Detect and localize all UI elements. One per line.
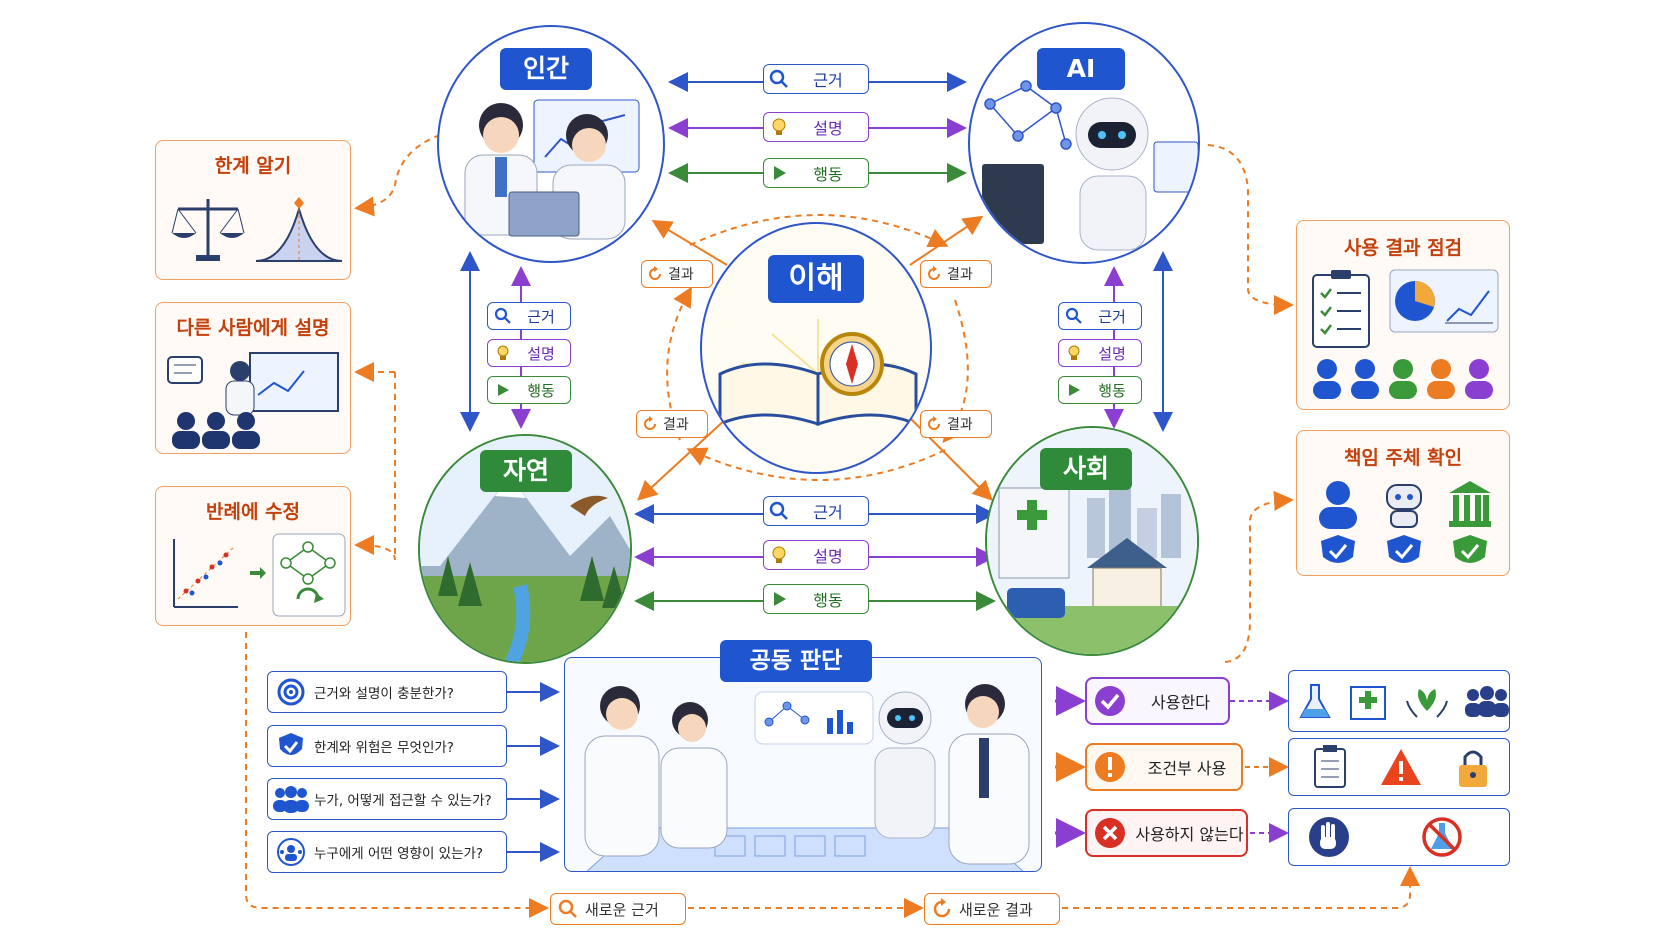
community-icon xyxy=(1465,686,1509,717)
scientists-illustration xyxy=(464,99,640,240)
close-circle-icon xyxy=(1087,816,1133,850)
community-impact-icon xyxy=(268,837,314,867)
top-action-tag[interactable]: 행동 xyxy=(763,158,869,188)
left-action-tag[interactable]: 행동 xyxy=(487,376,571,404)
search-icon xyxy=(1059,307,1089,325)
understanding-title: 이해 xyxy=(768,255,864,303)
play-icon xyxy=(488,381,518,399)
target-icon xyxy=(268,677,314,707)
lightbulb-icon xyxy=(764,117,794,137)
question-impact[interactable]: 누구에게 어떤 영향이 있는가? xyxy=(267,831,507,873)
prohibited-flask-icon xyxy=(1422,817,1462,857)
joint-judgment-panel[interactable] xyxy=(564,657,1042,872)
lock-icon xyxy=(1459,750,1487,787)
question-risks[interactable]: 한계와 위험은 무엇인가? xyxy=(267,725,507,767)
refresh-icon xyxy=(921,266,947,282)
society-title: 사회 xyxy=(1040,448,1132,490)
result-tag-bottom-left[interactable]: 결과 xyxy=(636,410,708,438)
refresh-icon xyxy=(637,416,663,432)
use-outcomes xyxy=(1288,670,1510,732)
conditional-outcomes xyxy=(1288,738,1510,796)
explain-others-box[interactable]: 다른 사람에게 설명 xyxy=(155,302,351,454)
result-tag-top-left[interactable]: 결과 xyxy=(641,260,713,288)
decision-use[interactable]: 사용한다 xyxy=(1085,677,1230,725)
lightbulb-icon xyxy=(1059,344,1089,362)
right-explanation-tag[interactable]: 설명 xyxy=(1058,339,1142,367)
left-evidence-tag[interactable]: 근거 xyxy=(487,302,571,330)
new-evidence-tag[interactable]: 새로운 근거 xyxy=(550,893,686,925)
book-compass-illustration xyxy=(718,319,918,427)
top-evidence-tag[interactable]: 근거 xyxy=(763,64,869,94)
bottom-explanation-tag[interactable]: 설명 xyxy=(763,540,869,570)
result-tag-top-right[interactable]: 결과 xyxy=(920,260,992,288)
check-results-title: 사용 결과 점검 xyxy=(1343,237,1463,259)
question-evidence[interactable]: 근거와 설명이 충분한가? xyxy=(267,671,507,713)
search-icon xyxy=(551,899,585,919)
institution-shield-icon xyxy=(1449,481,1491,563)
lightbulb-icon xyxy=(764,545,794,565)
flask-icon xyxy=(1299,684,1331,718)
human-title: 인간 xyxy=(500,48,592,90)
not-use-outcomes xyxy=(1288,808,1510,866)
search-icon xyxy=(488,307,518,325)
new-result-tag[interactable]: 새로운 결과 xyxy=(924,893,1060,925)
plant-hands-icon xyxy=(1406,689,1448,718)
top-explanation-tag[interactable]: 설명 xyxy=(763,112,869,142)
result-tag-bottom-right[interactable]: 결과 xyxy=(920,410,992,438)
joint-judgment-illustration xyxy=(584,684,1030,871)
play-icon xyxy=(764,589,794,609)
lightbulb-icon xyxy=(488,344,518,362)
revise-counterexample-box[interactable]: 반례에 수정 xyxy=(155,486,351,626)
left-explanation-tag[interactable]: 설명 xyxy=(487,339,571,367)
know-limits-title: 한계 알기 xyxy=(214,155,292,177)
group-icon xyxy=(268,784,314,814)
stakeholders-icon xyxy=(1313,359,1493,399)
ai-title: AI xyxy=(1037,48,1125,90)
refresh-icon xyxy=(925,898,959,920)
revise-counterexample-title: 반례에 수정 xyxy=(205,501,300,523)
search-icon xyxy=(764,501,794,521)
arrow-right-icon xyxy=(250,567,266,579)
analytics-chart-icon xyxy=(1389,269,1499,333)
decision-not-use[interactable]: 사용하지 않는다 xyxy=(1085,809,1248,857)
warning-triangle-icon xyxy=(1381,749,1421,785)
robot-shield-icon xyxy=(1386,484,1422,563)
outcome-icons-use xyxy=(1299,684,1509,720)
scale-icon xyxy=(171,199,245,261)
play-icon xyxy=(764,163,794,183)
network-graph-icon xyxy=(272,533,346,617)
know-limits-box[interactable]: 한계 알기 xyxy=(155,140,351,280)
hospital-icon xyxy=(1350,686,1386,720)
responsibility-title: 책임 주체 확인 xyxy=(1343,447,1463,469)
robot-illustration xyxy=(982,80,1198,251)
check-circle-icon xyxy=(1087,684,1133,718)
warning-circle-icon xyxy=(1087,750,1133,784)
search-icon xyxy=(764,69,794,89)
scatter-plot-icon xyxy=(173,539,238,608)
right-action-tag[interactable]: 행동 xyxy=(1058,376,1142,404)
refresh-icon xyxy=(642,266,668,282)
play-icon xyxy=(1059,381,1089,399)
stop-hand-icon xyxy=(1309,817,1349,857)
decision-conditional[interactable]: 조건부 사용 xyxy=(1085,743,1243,791)
clipboard-icon xyxy=(1314,745,1346,788)
responsibility-box[interactable]: 책임 주체 확인 xyxy=(1296,430,1510,576)
bottom-action-tag[interactable]: 행동 xyxy=(763,584,869,614)
person-shield-icon xyxy=(1319,481,1357,563)
question-access[interactable]: 누가, 어떻게 접근할 수 있는가? xyxy=(267,778,507,820)
right-evidence-tag[interactable]: 근거 xyxy=(1058,302,1142,330)
distribution-curve-icon xyxy=(255,197,343,262)
outcome-icons-not-use xyxy=(1309,817,1462,857)
presentation-icon xyxy=(167,352,339,449)
outcome-icons-conditional xyxy=(1314,745,1487,788)
check-results-box[interactable]: 사용 결과 점검 xyxy=(1296,220,1510,410)
shield-check-icon xyxy=(268,731,314,761)
nature-title: 자연 xyxy=(480,450,572,492)
explain-others-title: 다른 사람에게 설명 xyxy=(176,317,330,339)
joint-judgment-title: 공동 판단 xyxy=(720,640,872,682)
checklist-icon xyxy=(1312,270,1370,348)
bottom-evidence-tag[interactable]: 근거 xyxy=(763,496,869,526)
refresh-icon xyxy=(921,416,947,432)
